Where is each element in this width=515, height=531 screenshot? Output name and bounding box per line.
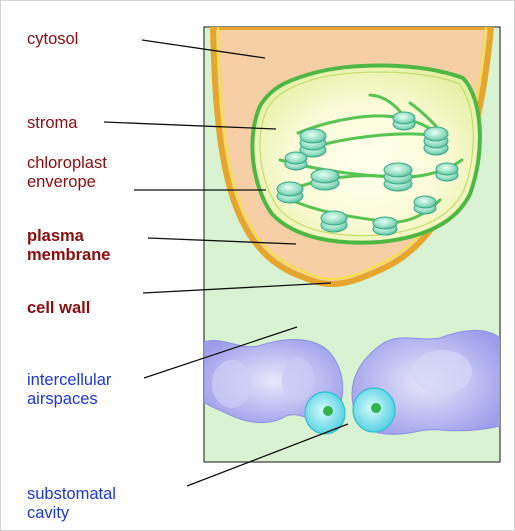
cell-wall-label: cell wall — [27, 299, 90, 318]
granum — [424, 127, 448, 155]
granum — [285, 152, 307, 170]
stroma-label: stroma — [27, 114, 77, 133]
cytosol-label: cytosol — [27, 30, 78, 49]
granum — [384, 163, 412, 191]
granum — [414, 196, 436, 214]
mesophyll-vacuole — [412, 350, 472, 394]
granum — [436, 163, 458, 181]
granum — [373, 217, 397, 235]
chloroplast-envelope-label: chloroplast enverope — [27, 154, 107, 192]
mesophyll-vacuole — [212, 360, 252, 408]
substomatal-cavity-label: substomatal cavity — [27, 485, 116, 523]
granum — [300, 129, 326, 157]
plasma-membrane-label: plasma membrane — [27, 227, 110, 265]
mesophyll-vacuole — [282, 358, 314, 402]
intercellular-airspaces-label: intercellular airspaces — [27, 371, 111, 409]
granum — [277, 182, 303, 203]
granum — [393, 112, 415, 130]
granum — [311, 169, 339, 190]
guard-cell-nucleus — [323, 406, 333, 416]
granum — [321, 211, 347, 232]
guard-cell-nucleus — [371, 403, 381, 413]
